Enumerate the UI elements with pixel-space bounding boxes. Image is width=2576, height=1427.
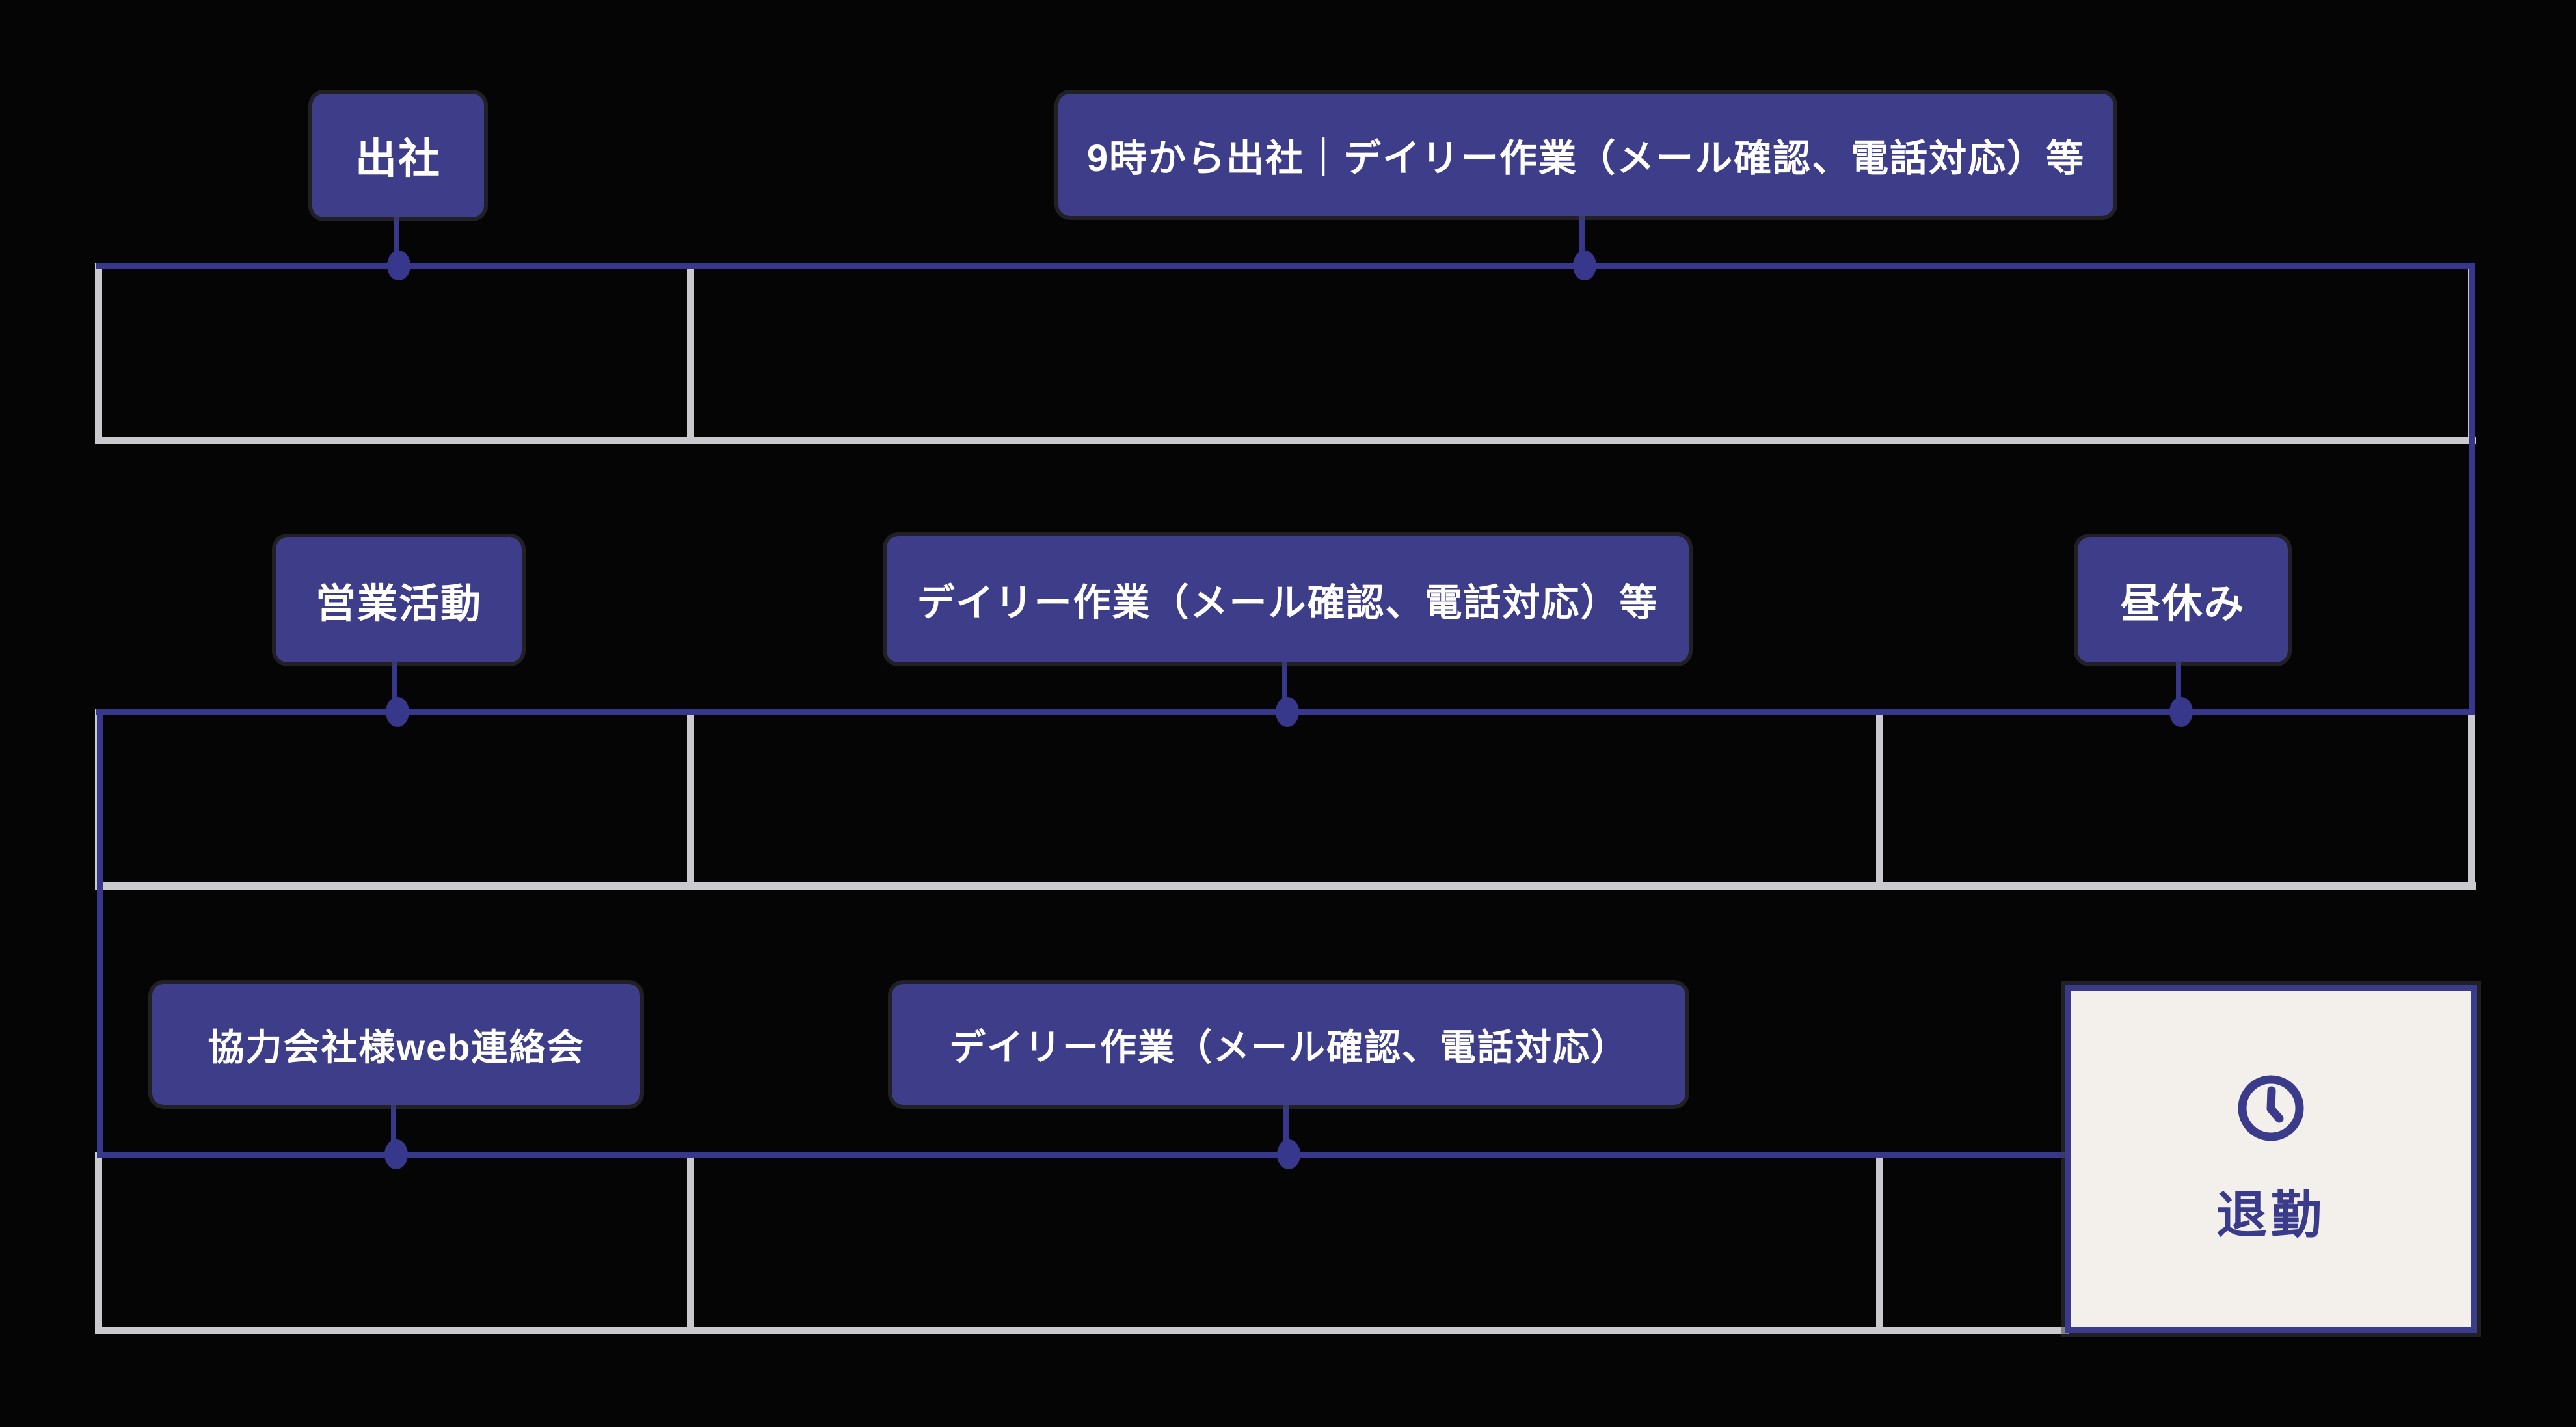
stem-partner-meeting — [391, 1102, 396, 1154]
leave-work-label: 退勤 — [2216, 1186, 2326, 1244]
row3-cell-divider-1 — [687, 1156, 694, 1327]
dot-daily-afternoon — [1277, 1139, 1300, 1169]
stem-morning — [1579, 215, 1585, 265]
row2-cell-divider-2 — [1876, 713, 1883, 882]
event-label-daily-afternoon: デイリー作業（メール確認、電話対応） — [949, 1026, 1628, 1068]
timeline-connector-left — [97, 709, 103, 1158]
event-label-arrive: 出社 — [355, 135, 441, 182]
stem-lunch — [2176, 660, 2181, 712]
event-label-partner-meeting: 協力会社様web連絡会 — [208, 1026, 585, 1068]
timeline-connector-right — [2469, 263, 2475, 715]
event-box-sales: 営業活動 — [276, 537, 522, 662]
row3-cell-border-bottom — [95, 1327, 2069, 1334]
dot-partner-meeting — [384, 1139, 408, 1169]
stem-daily-afternoon — [1283, 1102, 1289, 1154]
dot-daily-midday — [1276, 697, 1299, 727]
event-label-morning: 9時から出社｜デイリー作業（メール確認、電話対応）等 — [1086, 137, 2086, 180]
dot-arrive — [387, 251, 410, 280]
row3-cell-divider-2 — [1876, 1156, 1883, 1327]
row1-cell-divider — [687, 267, 694, 437]
event-box-morning: 9時から出社｜デイリー作業（メール確認、電話対応）等 — [1058, 94, 2113, 216]
dot-morning — [1573, 251, 1596, 280]
clock-icon — [2238, 1075, 2304, 1141]
row2-cell-border-right — [2468, 709, 2475, 890]
dot-lunch — [2169, 697, 2193, 727]
row1-cell-border-bottom — [95, 437, 2476, 444]
dot-sales — [386, 697, 409, 727]
stem-sales — [392, 660, 397, 712]
event-label-lunch: 昼休み — [2120, 582, 2246, 627]
row2-cell-border-bottom — [95, 882, 2476, 890]
timeline-row3 — [97, 1152, 2067, 1158]
event-box-daily-afternoon: デイリー作業（メール確認、電話対応） — [892, 984, 1685, 1105]
event-box-arrive: 出社 — [312, 94, 484, 217]
event-label-daily-midday: デイリー作業（メール確認、電話対応）等 — [917, 582, 1659, 624]
timeline-row1 — [96, 263, 2475, 269]
event-box-daily-midday: デイリー作業（メール確認、電話対応）等 — [887, 536, 1689, 662]
event-box-lunch: 昼休み — [2078, 537, 2288, 662]
stem-daily-midday — [1282, 660, 1287, 712]
leave-work-box: 退勤 — [2065, 985, 2477, 1333]
row3-cell-border-left — [95, 1152, 102, 1334]
stem-arrive — [394, 217, 399, 265]
row1-cell-border-left — [95, 263, 102, 444]
event-label-sales: 営業活動 — [315, 582, 482, 627]
event-box-partner-meeting: 協力会社様web連絡会 — [152, 984, 640, 1105]
row2-cell-divider-1 — [687, 713, 694, 882]
